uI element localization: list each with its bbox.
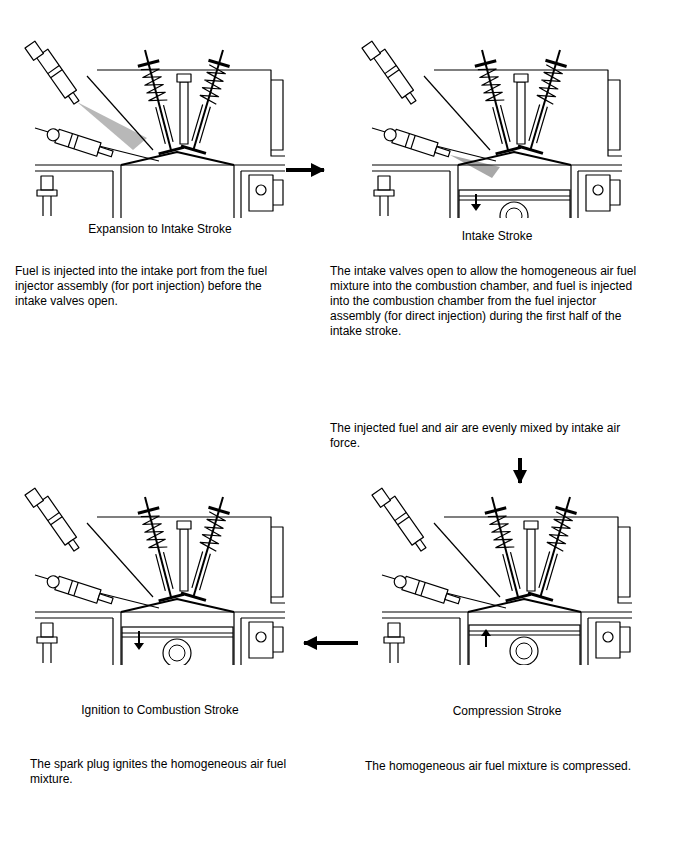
engine-panel: [362, 38, 622, 250]
stage-caption: Compression Stroke: [382, 704, 632, 719]
stage-caption: Ignition to Combustion Stroke: [35, 703, 285, 718]
stage-description: The spark plug ignites the homogeneous a…: [30, 757, 295, 787]
stage-panel: Intake StrokeThe intake valves open to a…: [328, 40, 646, 454]
stage-description: The homogeneous air fuel mixture is comp…: [365, 759, 645, 774]
piston: [122, 627, 233, 665]
engine-panel: [25, 485, 285, 687]
cylinder-head: [362, 38, 622, 218]
engine-panel: [372, 485, 632, 685]
stage-description: The intake valves open to allow the homo…: [330, 264, 640, 339]
cylinder-head: [25, 38, 285, 218]
cylinder-head: [25, 485, 285, 665]
flow-arrow: [286, 168, 324, 172]
flow-arrow: [518, 458, 522, 483]
stage-description: Fuel is injected into the intake port fr…: [15, 264, 277, 309]
stage-panel: Expansion to Intake StrokeFuel is inject…: [12, 40, 282, 312]
stage-note: The injected fuel and air are evenly mix…: [330, 421, 630, 451]
stage-panel: Ignition to Combustion StrokeThe spark p…: [28, 487, 300, 790]
piston: [469, 625, 580, 665]
engine-panel: [25, 38, 285, 218]
stage-panel: Compression StrokeThe homogeneous air fu…: [362, 487, 647, 777]
stage-caption: Expansion to Intake Stroke: [35, 222, 285, 237]
flow-arrow: [304, 641, 358, 645]
piston: [459, 190, 570, 218]
cylinder-head: [372, 485, 632, 665]
stage-caption: Intake Stroke: [372, 229, 622, 244]
